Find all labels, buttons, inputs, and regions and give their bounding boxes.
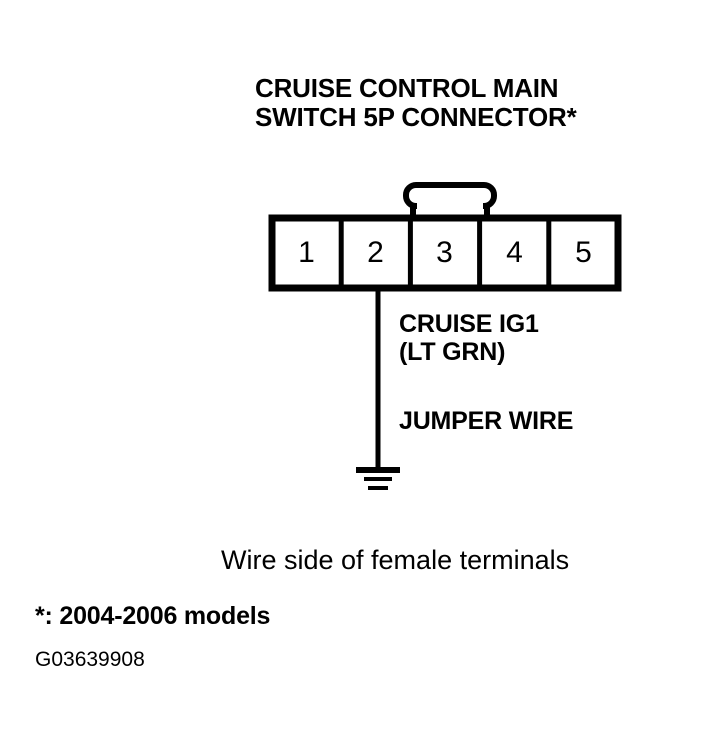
figure-title-line-2: SWITCH 5P CONNECTOR* — [255, 102, 577, 132]
wire-circuit-label-line-1: CRUISE IG1 — [399, 310, 539, 338]
terminal-number-5: 5 — [575, 236, 592, 269]
figure-title-line-1: CRUISE CONTROL MAIN — [255, 73, 559, 103]
terminal-number-4: 4 — [506, 236, 523, 269]
figure-title: CRUISE CONTROL MAIN SWITCH 5P CONNECTOR* — [255, 74, 685, 132]
terminal-number-1: 1 — [298, 236, 315, 269]
terminal-number-2: 2 — [367, 236, 384, 269]
models-footnote: *: 2004-2006 models — [35, 602, 271, 630]
terminal-number-3: 3 — [436, 236, 453, 269]
connector-latch-icon — [403, 182, 497, 220]
figure-id-code: G03639908 — [35, 648, 145, 671]
wire-circuit-label: CRUISE IG1 (LT GRN) — [399, 310, 539, 366]
wire-circuit-label-line-2: (LT GRN) — [399, 338, 506, 366]
orientation-caption: Wire side of female terminals — [221, 545, 570, 575]
jumper-wire-label: JUMPER WIRE — [399, 407, 574, 435]
ground-symbol-icon — [356, 467, 400, 490]
